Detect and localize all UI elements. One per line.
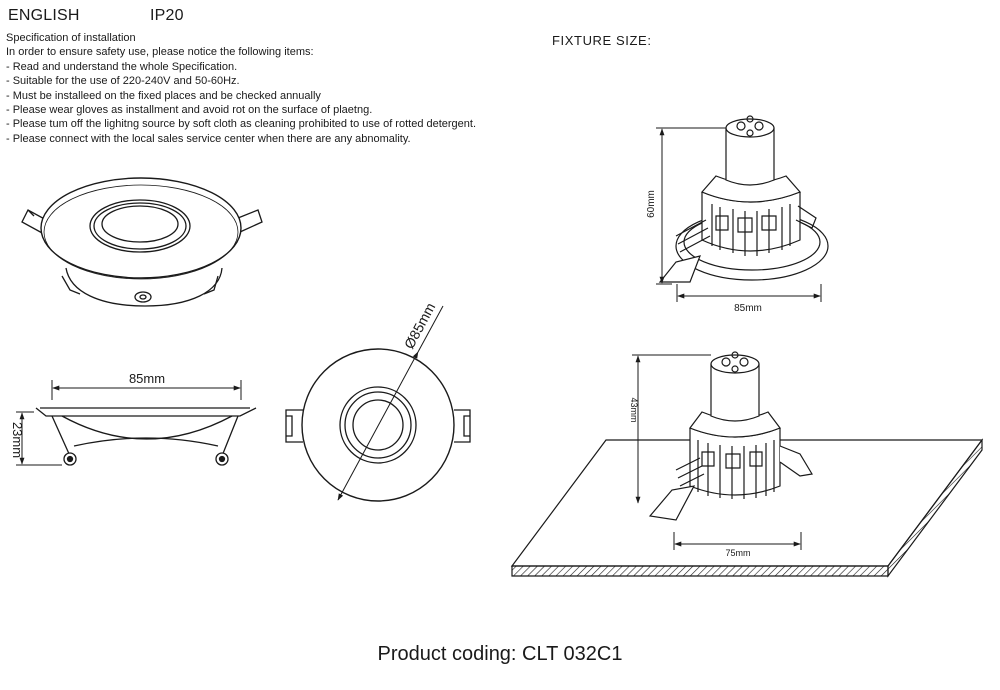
ceiling-panel-drawing [510, 438, 984, 578]
product-coding: Product coding: CLT 032C1 [377, 643, 623, 665]
fixture-width-label: 85mm [734, 303, 762, 314]
spec-intro: In order to ensure safety use, please no… [6, 46, 314, 59]
ring-perspective-drawing [21, 177, 263, 307]
side-view-drawing [35, 407, 257, 466]
side-width-dimension [51, 380, 242, 400]
top-diameter-dimension [337, 305, 444, 501]
cutout-dimension [673, 532, 802, 550]
cutout-label: 75mm [725, 548, 750, 558]
fixture-size-title: FIXTURE SIZE: [552, 33, 652, 48]
fixture-height-dimension [656, 127, 726, 285]
fixture-width-dimension [676, 284, 822, 302]
fixture-height-label: 60mm [646, 190, 657, 218]
spec-item: - Read and understand the whole Specific… [6, 60, 238, 73]
spec-title: Specification of installation [6, 32, 136, 44]
side-width-label: 85mm [129, 371, 165, 386]
installed-height-dimension [632, 354, 711, 504]
specification-block: Specification of installation In order t… [6, 31, 476, 146]
spec-item: - Must be installeed on the fixed places… [6, 89, 321, 102]
ip-rating: IP20 [150, 7, 184, 24]
fixture-drawing [658, 115, 829, 283]
installed-height-label: 43mm [629, 397, 639, 422]
spec-item: - Please tum off the lighitng source by … [6, 118, 477, 131]
side-height-dimension [16, 411, 62, 466]
spec-item: - Please wear gloves as installment and … [6, 104, 373, 117]
spec-item: - Please connect with the local sales se… [6, 132, 411, 145]
side-height-label: 23mm [10, 422, 25, 458]
language-label: ENGLISH [8, 7, 80, 24]
installed-fixture-drawing [648, 351, 813, 521]
spec-item: - Suitable for the use of 220-240V and 5… [6, 75, 240, 88]
